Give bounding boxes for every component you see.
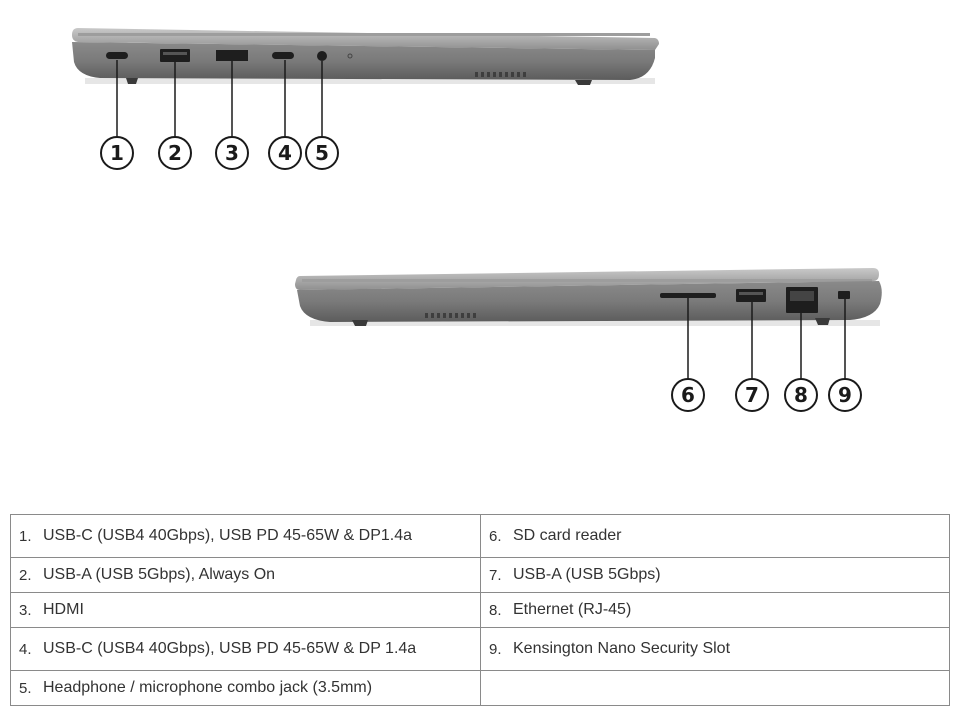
table-row: 5. Headphone / microphone combo jack (3.5… — [10, 670, 950, 706]
port-cell-empty — [480, 670, 950, 706]
port-number: 4. — [19, 640, 32, 658]
callout-5: 5 — [305, 136, 339, 170]
laptop-port-diagram: 1 2 3 4 5 — [72, 28, 882, 412]
port-number: 5. — [19, 679, 32, 697]
callout-8-number: 8 — [794, 383, 808, 407]
callout-9: 9 — [828, 378, 862, 412]
port-description: USB-C (USB4 40Gbps), USB PD 45-65W & DP … — [43, 640, 417, 657]
callout-9-number: 9 — [838, 383, 852, 407]
usb-c-port-4 — [272, 52, 294, 59]
port-description: Kensington Nano Security Slot — [513, 640, 731, 657]
callout-1: 1 — [100, 136, 134, 170]
callout-2: 2 — [158, 136, 192, 170]
callout-4: 4 — [268, 136, 302, 170]
port-cell-7: 7. USB-A (USB 5Gbps) — [480, 557, 950, 593]
port-cell-2: 2. USB-A (USB 5Gbps), Always On — [10, 557, 481, 593]
port-number: 8. — [489, 601, 502, 619]
port-number: 6. — [489, 527, 502, 545]
callout-7-number: 7 — [745, 383, 759, 407]
port-description: Headphone / microphone combo jack (3.5mm… — [43, 679, 373, 696]
callout-3-number: 3 — [225, 141, 239, 165]
callout-lines-right — [687, 298, 846, 379]
table-row: 1. USB-C (USB4 40Gbps), USB PD 45-65W & D… — [10, 514, 950, 558]
callout-6: 6 — [671, 378, 705, 412]
port-description: USB-C (USB4 40Gbps), USB PD 45-65W & DP1… — [43, 527, 413, 544]
port-cell-5: 5. Headphone / microphone combo jack (3.5… — [10, 670, 481, 706]
table-row: 4. USB-C (USB4 40Gbps), USB PD 45-65W & D… — [10, 627, 950, 671]
hdmi-port-3 — [216, 50, 248, 61]
security-slot-9 — [838, 291, 850, 299]
port-number: 3. — [19, 601, 32, 619]
callout-8: 8 — [784, 378, 818, 412]
port-description: SD card reader — [513, 527, 622, 544]
callout-6-number: 6 — [681, 383, 695, 407]
laptop-left-side-view — [72, 28, 659, 85]
usb-a-port-7 — [736, 289, 766, 302]
port-description: USB-A (USB 5Gbps) — [513, 566, 661, 583]
port-cell-3: 3. HDMI — [10, 592, 481, 628]
port-cell-6: 6. SD card reader — [480, 514, 950, 558]
callout-lines-left — [116, 60, 323, 137]
callout-1-number: 1 — [110, 141, 124, 165]
callout-7: 7 — [735, 378, 769, 412]
port-cell-1: 1. USB-C (USB4 40Gbps), USB PD 45-65W & D… — [10, 514, 481, 558]
callout-3: 3 — [215, 136, 249, 170]
usb-a-port-2 — [160, 49, 190, 62]
audio-jack-5 — [317, 51, 327, 61]
port-cell-4: 4. USB-C (USB4 40Gbps), USB PD 45-65W & D… — [10, 627, 481, 671]
port-cell-9: 9. Kensington Nano Security Slot — [480, 627, 950, 671]
port-number: 9. — [489, 640, 502, 658]
callout-2-number: 2 — [168, 141, 182, 165]
callout-4-number: 4 — [278, 141, 292, 165]
table-row: 2. USB-A (USB 5Gbps), Always On 7. USB-A (… — [10, 557, 950, 593]
usb-c-port-1 — [106, 52, 128, 59]
sd-card-slot-6 — [660, 293, 716, 298]
port-number: 2. — [19, 566, 32, 584]
ports-legend-table: 1. USB-C (USB4 40Gbps), USB PD 45-65W & D… — [10, 514, 950, 706]
laptop-right-side-view — [295, 268, 882, 326]
callout-5-number: 5 — [315, 141, 329, 165]
port-description: HDMI — [43, 601, 84, 618]
port-number: 1. — [19, 527, 32, 545]
table-row: 3. HDMI 8. Ethernet (RJ-45) — [10, 592, 950, 628]
port-number: 7. — [489, 566, 502, 584]
port-description: Ethernet (RJ-45) — [513, 601, 632, 618]
port-description: USB-A (USB 5Gbps), Always On — [43, 566, 276, 583]
port-cell-8: 8. Ethernet (RJ-45) — [480, 592, 950, 628]
